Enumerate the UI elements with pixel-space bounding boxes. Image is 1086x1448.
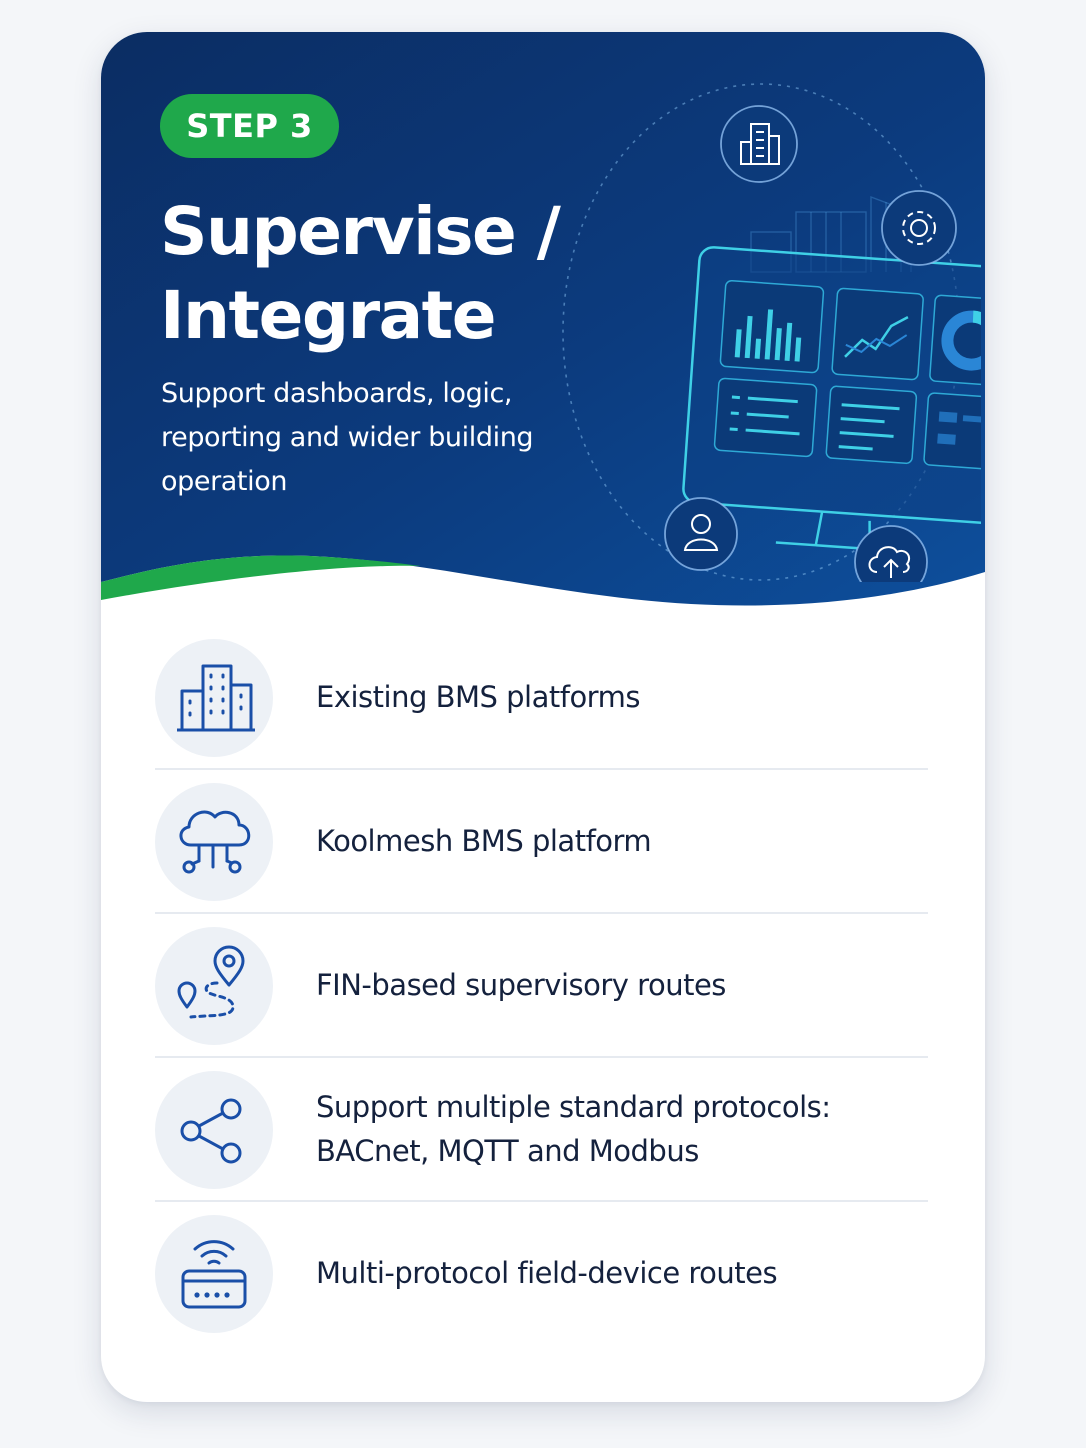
step-card: STEP 3 Supervise / Integrate Support das… bbox=[101, 32, 985, 1402]
hero-banner: STEP 3 Supervise / Integrate Support das… bbox=[101, 32, 985, 632]
list-item-label: Existing BMS platforms bbox=[316, 680, 640, 714]
list-item: Existing BMS platforms bbox=[155, 626, 928, 770]
list-item-label: FIN-based supervisory routes bbox=[316, 968, 726, 1002]
icon-badge bbox=[155, 783, 273, 901]
list-item-label: Support multiple standard protocols: BAC… bbox=[316, 1090, 831, 1168]
step-badge: STEP 3 bbox=[160, 94, 339, 158]
page-title: Supervise / Integrate bbox=[160, 193, 561, 354]
monitor-dashboard-icon bbox=[682, 246, 981, 551]
gear-icon bbox=[881, 190, 957, 266]
list-item-label: Koolmesh BMS platform bbox=[316, 824, 652, 858]
list-item: Koolmesh BMS platform bbox=[155, 770, 928, 914]
user-icon bbox=[664, 497, 738, 571]
share-nodes-icon bbox=[180, 1098, 242, 1164]
page-subtitle: Support dashboards, logic, reporting and… bbox=[161, 378, 534, 497]
icon-badge bbox=[155, 927, 273, 1045]
route-pin-icon bbox=[177, 945, 245, 1019]
icon-badge bbox=[155, 639, 273, 757]
wireless-device-icon bbox=[181, 1240, 247, 1309]
list-item: Multi-protocol field-device routes bbox=[155, 1202, 928, 1346]
list-item: Support multiple standard protocols: BAC… bbox=[155, 1058, 928, 1202]
building-icon bbox=[720, 105, 798, 183]
cloud-upload-icon bbox=[854, 525, 928, 582]
feature-list: Existing BMS platforms Koolmesh BMS plat… bbox=[155, 626, 928, 1346]
list-item: FIN-based supervisory routes bbox=[155, 914, 928, 1058]
list-item-label: Multi-protocol field-device routes bbox=[316, 1256, 778, 1290]
icon-badge bbox=[155, 1071, 273, 1189]
dashboard-illustration bbox=[562, 83, 981, 582]
icon-badge bbox=[155, 1215, 273, 1333]
building-icon bbox=[177, 664, 255, 732]
cloud-network-icon bbox=[179, 810, 251, 874]
